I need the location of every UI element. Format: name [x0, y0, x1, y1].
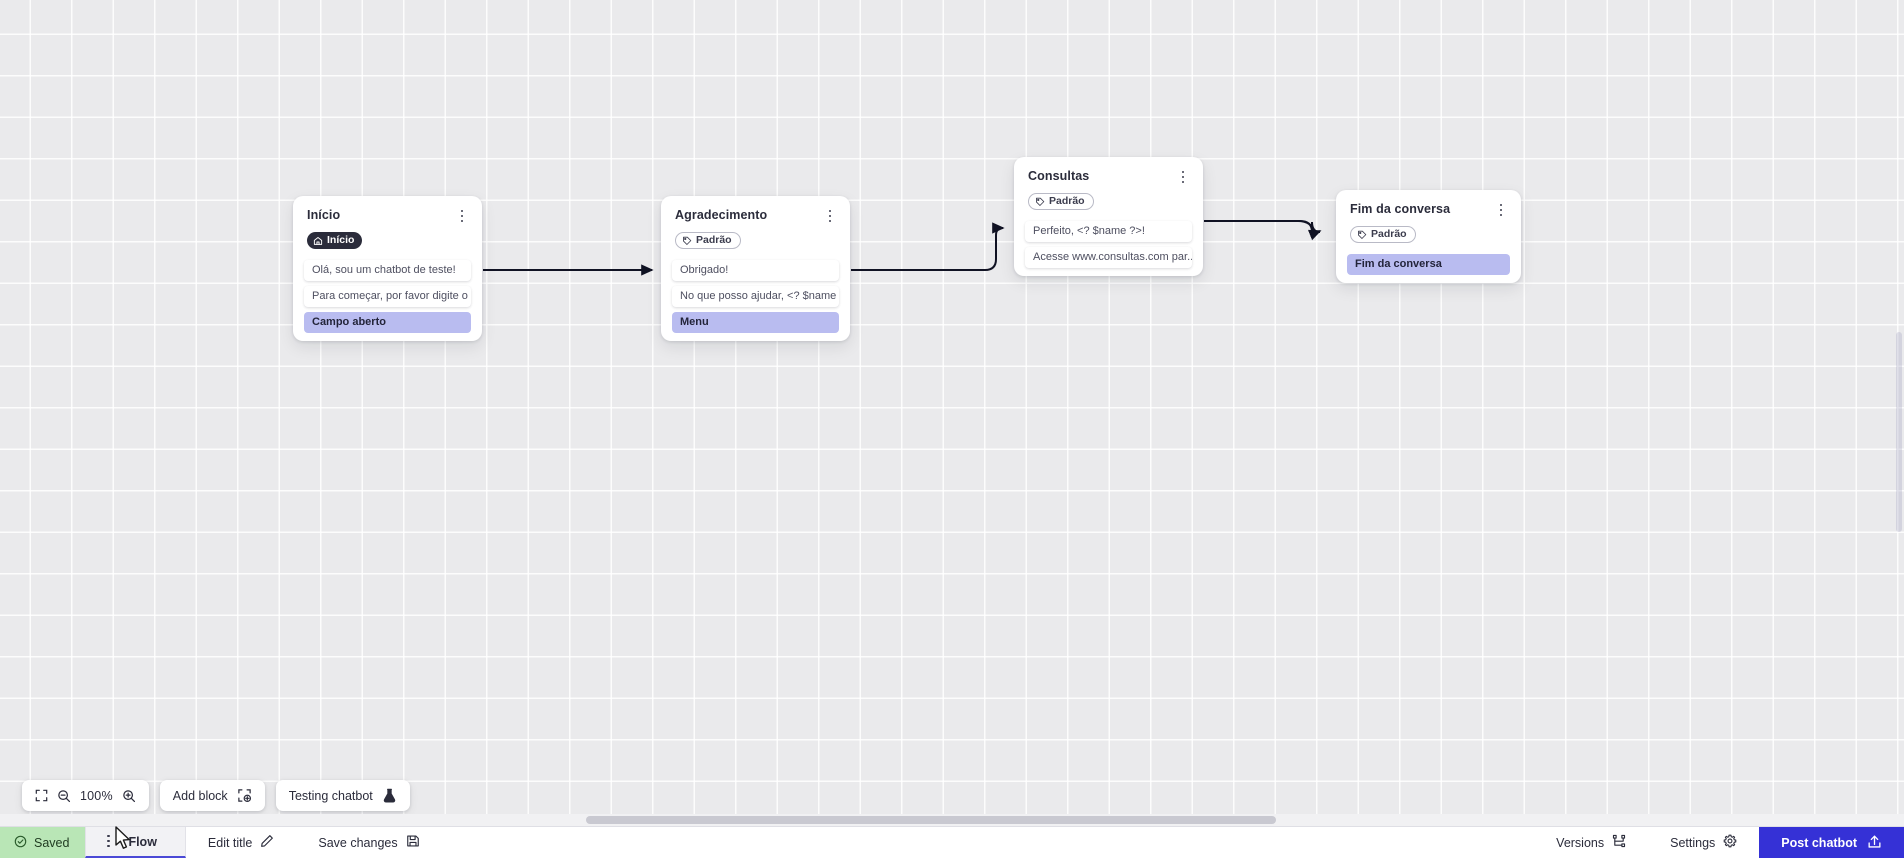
flow-node-agradecimento[interactable]: Agradecimento Padrão Obrigado! No que po… — [661, 196, 850, 341]
zoom-out-icon[interactable] — [57, 789, 71, 803]
node-badge-default[interactable]: Padrão — [675, 232, 741, 249]
flow-node-fim-da-conversa[interactable]: Fim da conversa Padrão Fim da conversa — [1336, 190, 1521, 283]
node-slots: Obrigado! No que posso ajudar, <? $name … — [672, 259, 839, 333]
kebab-menu-icon[interactable] — [1493, 201, 1509, 219]
node-slot-accent[interactable]: Campo aberto — [304, 311, 471, 333]
flow-node-inicio[interactable]: Início Início Olá, sou um chatbot de tes… — [293, 196, 482, 341]
kebab-menu-icon[interactable] — [1175, 168, 1191, 186]
zoom-controls: 100% — [22, 780, 149, 811]
edge-consultas-fim-tail — [1204, 220, 1322, 241]
node-header: Consultas — [1025, 168, 1192, 186]
node-badge-label: Padrão — [696, 234, 732, 247]
saved-status-badge: Saved — [0, 827, 86, 858]
add-block-button[interactable]: Add block — [159, 780, 265, 811]
node-title: Fim da conversa — [1350, 202, 1451, 216]
node-badge-default[interactable]: Padrão — [1028, 193, 1094, 210]
fit-screen-icon[interactable] — [35, 789, 48, 802]
node-badge-default[interactable]: Padrão — [1350, 226, 1416, 243]
node-badges: Início — [304, 232, 471, 251]
node-slots: Perfeito, <? $name ?>! Acesse www.consul… — [1025, 220, 1192, 268]
kebab-menu-icon[interactable] — [822, 207, 838, 225]
node-title: Início — [307, 208, 341, 222]
edge-consultas-fim — [1204, 220, 1321, 233]
add-block-icon — [237, 788, 252, 803]
node-slot-accent[interactable]: Fim da conversa — [1347, 253, 1510, 275]
save-changes-button[interactable]: Save changes — [296, 827, 441, 858]
testing-chatbot-label: Testing chatbot — [288, 788, 373, 803]
edit-title-button[interactable]: Edit title — [186, 827, 296, 858]
settings-button[interactable]: Settings — [1648, 827, 1759, 858]
settings-label: Settings — [1670, 835, 1716, 850]
node-badge-start[interactable]: Início — [307, 232, 363, 249]
node-slot[interactable]: Perfeito, <? $name ?>! — [1025, 220, 1192, 242]
pencil-icon — [260, 834, 274, 851]
node-badges: Padrão — [1025, 193, 1192, 212]
branch-icon — [1612, 834, 1626, 851]
edge-agradecimento-consultas — [851, 222, 1005, 271]
vertical-scrollbar-thumb[interactable] — [1896, 332, 1902, 532]
testing-chatbot-button[interactable]: Testing chatbot — [275, 780, 410, 811]
kebab-menu-icon[interactable] — [454, 207, 470, 225]
saved-label: Saved — [34, 835, 70, 850]
node-badges: Padrão — [672, 232, 839, 251]
versions-button[interactable]: Versions — [1534, 827, 1648, 858]
node-badges: Padrão — [1347, 226, 1510, 245]
tab-flow-label: Flow — [128, 834, 157, 849]
flow-tab-kebab-menu-icon[interactable] — [100, 832, 116, 850]
flask-icon — [382, 788, 397, 804]
post-chatbot-button[interactable]: Post chatbot — [1759, 827, 1904, 858]
node-badge-label: Início — [327, 234, 355, 247]
node-title: Agradecimento — [675, 208, 768, 222]
tag-icon — [1357, 230, 1367, 240]
upload-icon — [1867, 834, 1882, 852]
floppy-disk-icon — [406, 834, 420, 851]
zoom-in-icon[interactable] — [122, 789, 136, 803]
add-block-label: Add block — [172, 788, 228, 803]
node-slot[interactable]: Obrigado! — [672, 259, 839, 281]
flow-canvas[interactable]: Início Início Olá, sou um chatbot de tes… — [0, 0, 1904, 826]
node-slot[interactable]: No que posso ajudar, <? $name ... — [672, 285, 839, 307]
node-slots: Fim da conversa — [1347, 253, 1510, 275]
vertical-scrollbar[interactable] — [1894, 0, 1904, 826]
flow-edges — [483, 220, 1322, 276]
tag-icon — [1035, 197, 1045, 207]
node-badge-label: Padrão — [1049, 195, 1085, 208]
horizontal-scrollbar-thumb[interactable] — [586, 816, 1276, 824]
tab-flow[interactable]: Flow — [85, 827, 186, 858]
zoom-level: 100% — [80, 788, 113, 803]
post-chatbot-label: Post chatbot — [1781, 835, 1857, 850]
check-circle-icon — [14, 835, 27, 851]
node-header: Início — [304, 207, 471, 225]
node-badge-label: Padrão — [1371, 228, 1407, 241]
node-slots: Olá, sou um chatbot de teste! Para começ… — [304, 259, 471, 333]
node-slot[interactable]: Olá, sou um chatbot de teste! — [304, 259, 471, 281]
node-header: Fim da conversa — [1347, 201, 1510, 219]
horizontal-scrollbar[interactable] — [0, 814, 1904, 826]
tag-icon — [682, 236, 692, 246]
home-icon — [313, 236, 323, 246]
node-slot[interactable]: Acesse www.consultas.com par... — [1025, 246, 1192, 268]
edit-title-label: Edit title — [207, 835, 253, 850]
canvas-toolbar: 100% Add block — [22, 780, 410, 811]
node-slot[interactable]: Para começar, por favor digite o ... — [304, 285, 471, 307]
status-bar: Saved Flow Edit title Save changes Versi… — [0, 826, 1904, 858]
statusbar-spacer — [442, 827, 1535, 858]
versions-label: Versions — [1556, 835, 1605, 850]
gear-icon — [1723, 834, 1737, 851]
flow-node-consultas[interactable]: Consultas Padrão Perfeito, <? $name ?>! … — [1014, 157, 1203, 276]
node-slot-accent[interactable]: Menu — [672, 311, 839, 333]
node-header: Agradecimento — [672, 207, 839, 225]
save-changes-label: Save changes — [318, 835, 398, 850]
node-title: Consultas — [1028, 169, 1090, 183]
